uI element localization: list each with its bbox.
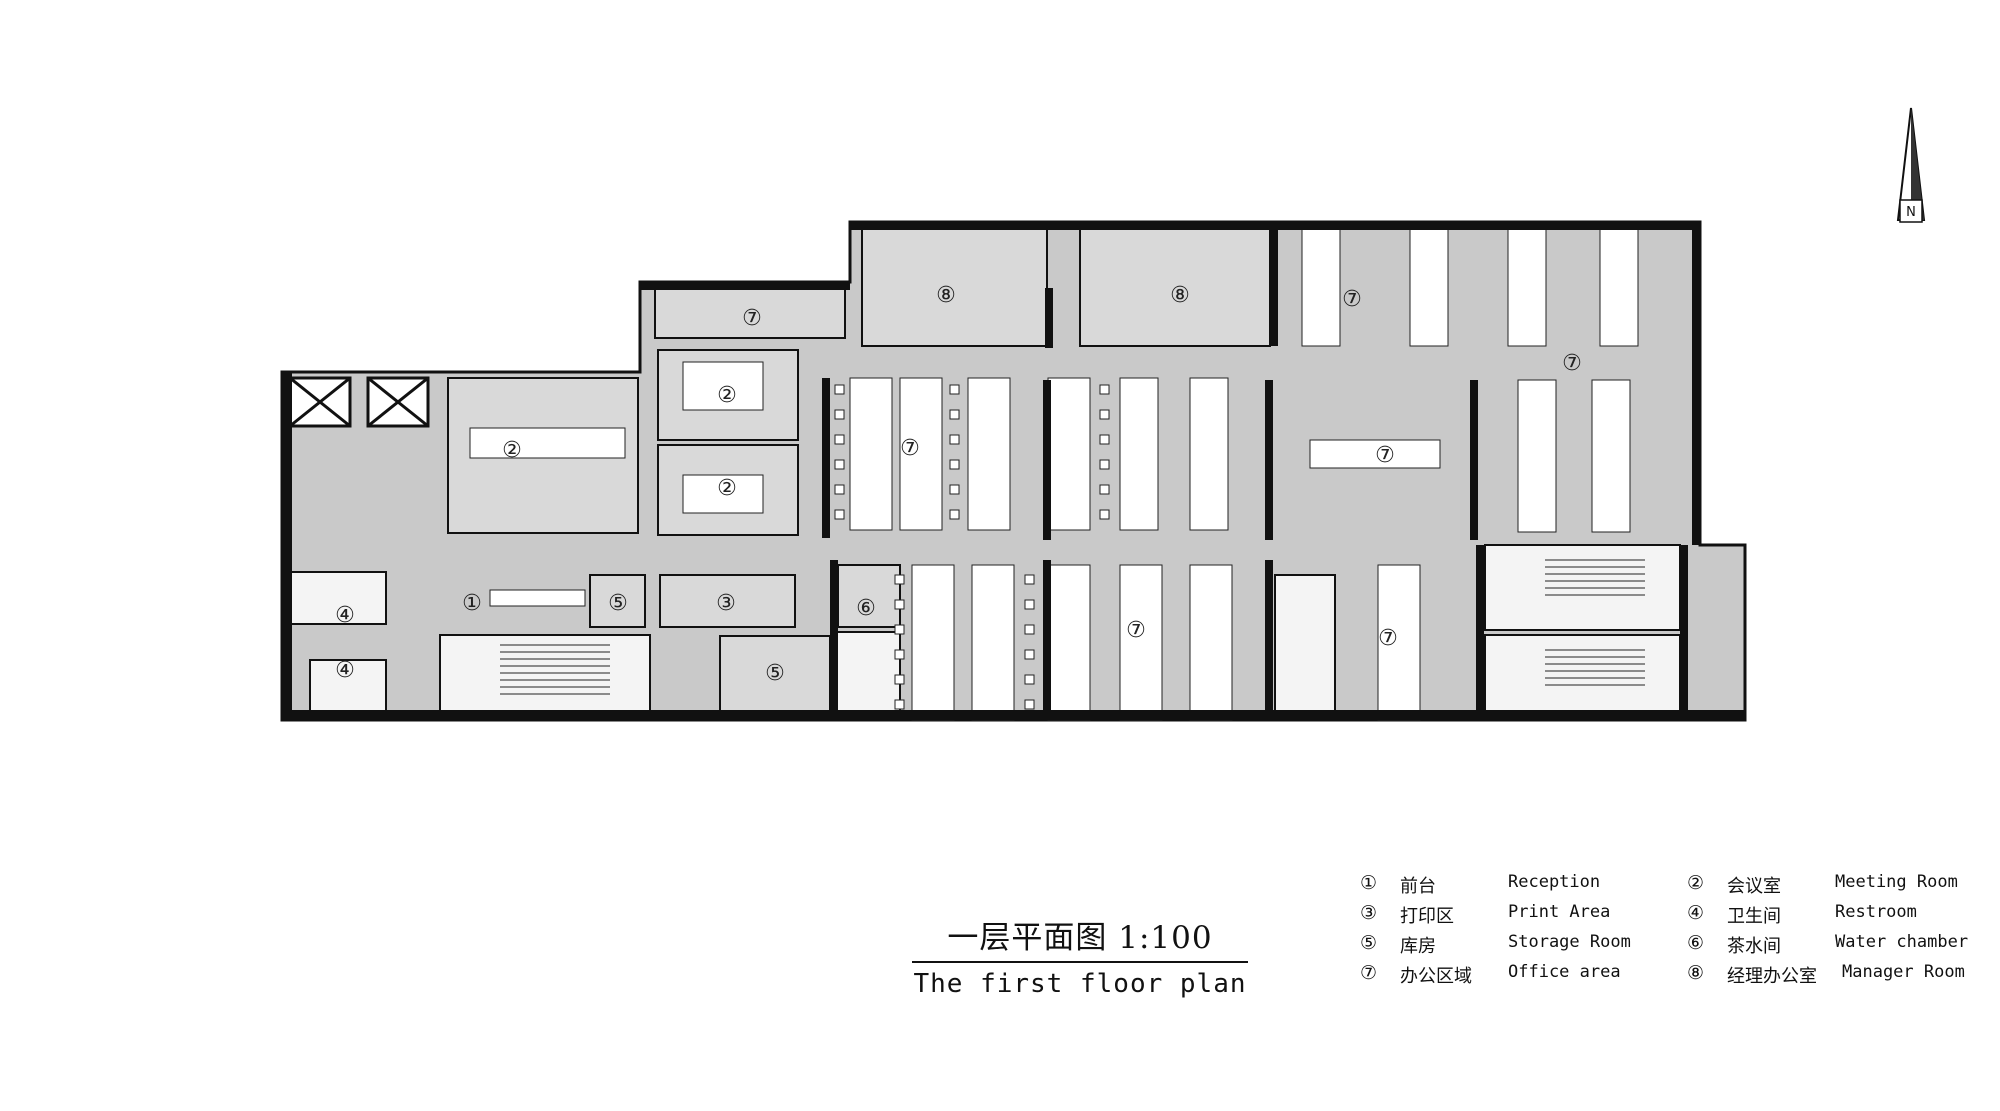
marker-storage-b: ⑤	[765, 661, 785, 686]
north-arrow: N	[1896, 107, 1926, 223]
walls	[282, 222, 1745, 720]
marker-office-a: ⑦	[742, 306, 762, 331]
marker-manager-b: ⑧	[1170, 283, 1190, 308]
marker-office-c: ⑦	[1562, 351, 1582, 376]
marker-restroom-b: ④	[335, 658, 355, 683]
marker-reception: ①	[462, 591, 482, 616]
marker-office-d: ⑦	[900, 436, 920, 461]
plan-title-block: 一层平面图 1:100 The first floor plan	[912, 912, 1248, 999]
marker-office-f: ⑦	[1126, 618, 1146, 643]
marker-meeting-c: ②	[717, 476, 737, 501]
marker-restroom-a: ④	[335, 603, 355, 628]
marker-office-g: ⑦	[1378, 626, 1398, 651]
desk-blocks	[469, 227, 1639, 721]
marker-meeting-b: ②	[717, 383, 737, 408]
marker-manager-a: ⑧	[936, 283, 956, 308]
chairs	[834, 384, 1110, 710]
marker-water: ⑥	[856, 596, 876, 621]
marker-office-e: ⑦	[1375, 443, 1395, 468]
room-markers: ⑦ ⑧ ⑧ ⑦ ② ② ② ⑦ ⑦ ⑦ ① ⑤ ③ ⑥ ④ ④ ⑤ ⑦ ⑦	[335, 283, 1582, 686]
plan-title-en: The first floor plan	[913, 969, 1247, 999]
north-label: N	[1906, 205, 1916, 220]
elevators	[288, 376, 430, 428]
marker-print: ③	[716, 591, 736, 616]
stair-treads	[500, 559, 1645, 695]
marker-storage-a: ⑤	[608, 591, 628, 616]
plan-title-zh: 一层平面图 1:100	[912, 912, 1248, 963]
marker-meeting-a: ②	[502, 438, 522, 463]
marker-office-b: ⑦	[1342, 287, 1362, 312]
